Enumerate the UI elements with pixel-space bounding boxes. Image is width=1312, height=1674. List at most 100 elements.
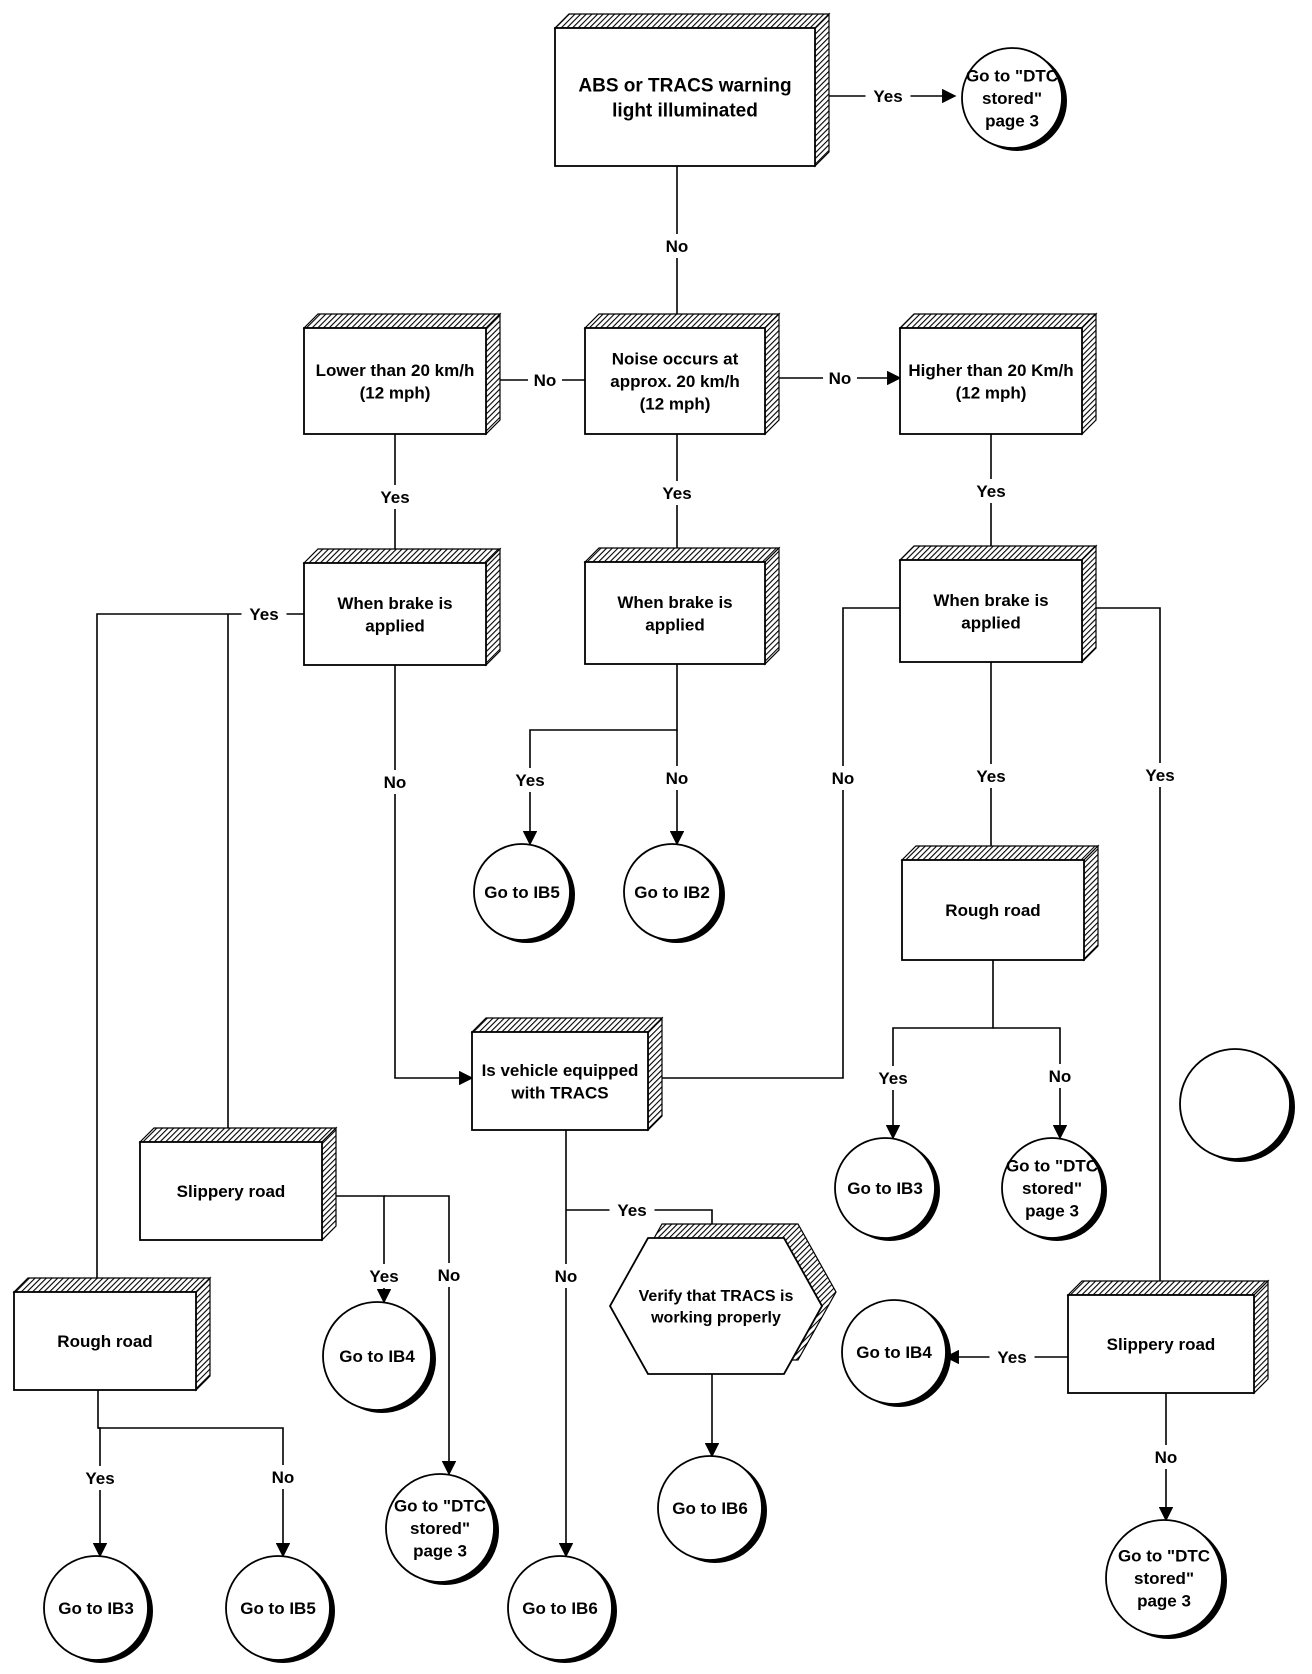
edge-label-backdrop (372, 485, 418, 509)
process-box (554, 27, 816, 167)
connector-circle (225, 1555, 331, 1661)
edge-label-yes: Yes (380, 488, 409, 507)
edge-label-backdrop (266, 1465, 300, 1489)
node-rough-right: Rough road (900, 844, 1100, 962)
node-label-line: Higher than 20 Km/h (908, 361, 1073, 380)
edge-higher-to-brake-right: Yes (968, 434, 1014, 562)
edge-noise-to-lower: No (486, 368, 585, 392)
edge-label-no: No (272, 1468, 295, 1487)
node-label-line: Slippery road (177, 1182, 286, 1201)
node-rough-left: Rough road (12, 1276, 212, 1392)
edge-rough-left-to-ib5-left: No (98, 1427, 300, 1558)
connector-line (885, 960, 994, 1140)
edge-label-yes: Yes (617, 1201, 646, 1220)
edge-label-yes: Yes (515, 771, 544, 790)
connector-circle (507, 1555, 613, 1661)
edge-label-backdrop (660, 766, 694, 790)
node-label-line: Go to IB2 (634, 883, 710, 902)
edge-label-backdrop (1149, 1445, 1183, 1469)
process-box (303, 562, 487, 666)
box-top-shading (898, 545, 1098, 561)
connector-circle (473, 843, 571, 941)
edge-label-yes: Yes (976, 482, 1005, 501)
box-side-shading (321, 1126, 337, 1242)
edge-label-no: No (832, 769, 855, 788)
edge-brake-left-to-tracs: No (378, 665, 474, 1086)
edge-brake-right-to-tracs: No (648, 607, 900, 1079)
edge-noise-to-higher: No (765, 366, 902, 390)
connector-line (993, 1027, 1068, 1140)
node-label-line: working properly (650, 1309, 781, 1326)
edge-brake-mid-to-ib5-mid: Yes (507, 664, 678, 846)
box-top-shading (470, 1017, 664, 1033)
edge-label-no: No (555, 1267, 578, 1286)
connector-circle (1001, 1137, 1103, 1239)
node-label-line: Noise occurs at (612, 350, 739, 369)
process-box (901, 859, 1085, 961)
edge-label-no: No (829, 369, 852, 388)
edge-label-backdrop (241, 602, 287, 626)
edge-label-backdrop (1043, 1064, 1077, 1088)
edge-rough-left-to-ib3-left: Yes (77, 1390, 123, 1558)
node-label-line: Go to "DTC (1006, 1157, 1098, 1176)
node-slip-left: Slippery road (138, 1126, 338, 1242)
edge-label-yes: Yes (249, 605, 278, 624)
node-label-line: When brake is (337, 594, 452, 613)
edge-label-backdrop (609, 1198, 655, 1222)
edge-label-backdrop (507, 768, 553, 792)
edge-label-backdrop (549, 1264, 583, 1288)
node-ib3-right: Go to IB3 (834, 1137, 940, 1241)
edge-label-yes: Yes (976, 767, 1005, 786)
box-side-shading (1081, 312, 1097, 436)
edge-label-no: No (666, 237, 689, 256)
node-ib3-left: Go to IB3 (43, 1555, 153, 1663)
box-side-shading (764, 312, 780, 436)
node-label-line: stored" (410, 1519, 470, 1538)
edge-label-backdrop (989, 1345, 1035, 1369)
box-side-shading (195, 1276, 211, 1392)
connector-line (384, 1195, 457, 1476)
connector-line (98, 1427, 291, 1558)
node-label-line: Go to IB5 (484, 883, 560, 902)
process-box (471, 1031, 649, 1131)
connector-circle (623, 843, 721, 941)
node-ib4-left: Go to IB4 (322, 1301, 436, 1413)
edge-abs-to-noise: No (660, 166, 694, 330)
node-lower: Lower than 20 km/h(12 mph) (302, 312, 502, 436)
node-label-line: Rough road (57, 1332, 152, 1351)
box-top-shading (302, 313, 502, 329)
process-box (899, 559, 1083, 663)
node-label-line: approx. 20 km/h (610, 372, 739, 391)
edge-label-backdrop (968, 764, 1014, 788)
box-side-shading (764, 546, 780, 666)
node-ib5-left: Go to IB5 (225, 1555, 335, 1663)
edge-rough-right-to-ib3-right: Yes (870, 960, 994, 1140)
edge-abs-to-dtc1: Yes (815, 84, 957, 108)
edge-rough-right-to-dtc2: No (993, 1027, 1077, 1140)
connector-line (648, 607, 900, 1079)
connector-line (89, 613, 304, 1294)
node-ib5-mid: Go to IB5 (473, 843, 575, 943)
node-label-line: Go to IB4 (339, 1347, 415, 1366)
edge-brake-left-to-rough-left: Yes (89, 602, 304, 1294)
node-label-line: with TRACS (510, 1083, 608, 1102)
node-label-line: (12 mph) (640, 395, 711, 414)
box-top-shading (583, 547, 781, 563)
process-box (303, 327, 487, 435)
edge-label-yes: Yes (873, 87, 902, 106)
node-label-line: (12 mph) (956, 383, 1027, 402)
box-top-shading (553, 13, 831, 29)
edge-tracs-to-verify: Yes (566, 1198, 720, 1250)
node-label-line: page 3 (413, 1542, 467, 1561)
box-side-shading (1253, 1279, 1269, 1395)
box-top-shading (12, 1277, 212, 1293)
box-side-shading (647, 1016, 663, 1132)
edge-brake-right-to-rough-right: Yes (968, 662, 1014, 862)
box-side-shading (1081, 544, 1097, 664)
